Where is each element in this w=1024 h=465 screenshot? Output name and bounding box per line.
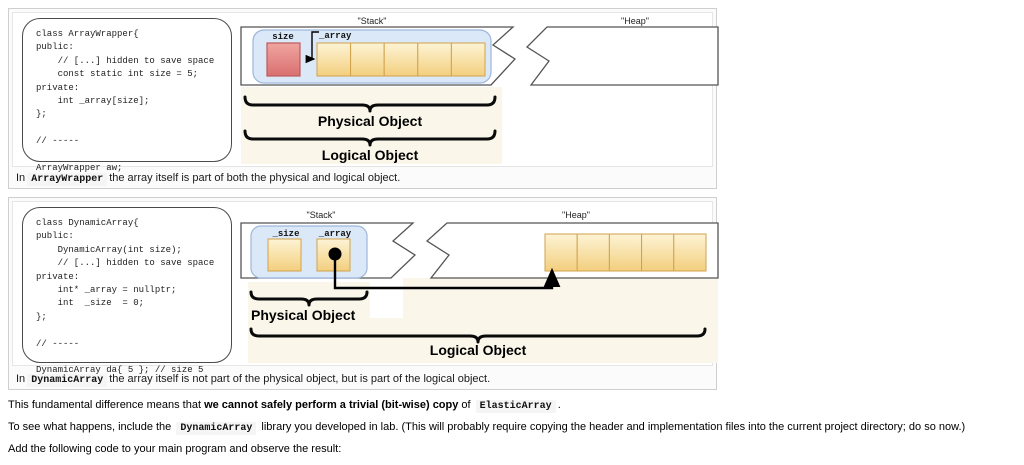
logical-highlight <box>241 87 502 164</box>
array-member-label: _array <box>318 31 352 41</box>
heap-label: "Heap" <box>562 210 590 220</box>
code-block-dynamicarray: class DynamicArray{ public: DynamicArray… <box>22 207 232 375</box>
array-member-label: _array <box>318 229 352 239</box>
memory-diagram-arraywrapper: "Stack" "Heap" size _array Physical Obje… <box>240 16 719 164</box>
size-member-label: _size <box>271 229 299 239</box>
code-block-arraywrapper: class ArrayWrapper{ public: // [...] hid… <box>22 18 232 173</box>
pointer-arrow <box>333 254 561 290</box>
physical-object-brace <box>249 290 369 307</box>
figure-panel-arraywrapper: class ArrayWrapper{ public: // [...] hid… <box>8 8 719 189</box>
figure-area: class DynamicArray{ public: DynamicArray… <box>12 201 719 375</box>
figure-panel-dynamicarray: class DynamicArray{ public: DynamicArray… <box>8 197 719 390</box>
array-label-arrow <box>305 31 319 64</box>
caption-code-chip: ArrayWrapper <box>27 173 108 186</box>
logical-highlight <box>248 318 718 363</box>
caption-text: the array itself is part of both the phy… <box>109 172 401 184</box>
memory-diagram-dynamicarray: "Stack" "Heap" _size _array Physical Obj… <box>240 210 719 363</box>
inline-code-dynamicarray: DynamicArray <box>176 422 257 435</box>
paragraph-text: . <box>557 399 561 411</box>
paragraph-text: Add the following code to your main prog… <box>8 443 342 455</box>
heap-array-cells <box>544 233 707 272</box>
heap-region <box>525 26 719 86</box>
logical-object-brace <box>249 327 707 344</box>
caption-code-chip: DynamicArray <box>27 374 108 387</box>
caption-prefix: In <box>16 373 26 385</box>
paragraph-bold-text: we cannot safely perform a trivial (bit-… <box>204 399 459 411</box>
figure-area: class ArrayWrapper{ public: // [...] hid… <box>12 12 719 173</box>
paragraph-text: of <box>458 399 474 411</box>
caption-text: the array itself is not part of the phys… <box>109 373 491 385</box>
paragraph-add-code: Add the following code to your main prog… <box>8 442 341 456</box>
size-member-label: size <box>272 32 294 42</box>
physical-object-label: Physical Object <box>318 113 423 129</box>
paragraph-include-library: To see what happens, include the Dynamic… <box>8 420 965 436</box>
paragraph-text: This fundamental difference means that <box>8 399 205 411</box>
logical-object-label: Logical Object <box>430 342 527 358</box>
caption-prefix: In <box>16 172 26 184</box>
paragraph-bitwise-copy: This fundamental difference means that w… <box>8 398 561 414</box>
heap-label: "Heap" <box>621 16 649 26</box>
stack-label: "Stack" <box>307 210 336 220</box>
paragraph-text: To see what happens, include the <box>8 421 175 433</box>
size-member-cell <box>267 238 302 272</box>
physical-object-brace <box>243 95 497 113</box>
physical-object-label: Physical Object <box>251 307 356 323</box>
heap-underside-highlight <box>403 278 718 319</box>
inline-code-elasticarray: ElasticArray <box>475 400 556 413</box>
stack-array-cells <box>316 42 486 77</box>
logical-object-label: Logical Object <box>322 147 419 163</box>
paragraph-text: library you developed in lab. (This will… <box>258 421 966 433</box>
stack-label: "Stack" <box>358 16 387 26</box>
logical-object-brace <box>243 129 497 147</box>
size-member-cell <box>266 42 301 77</box>
